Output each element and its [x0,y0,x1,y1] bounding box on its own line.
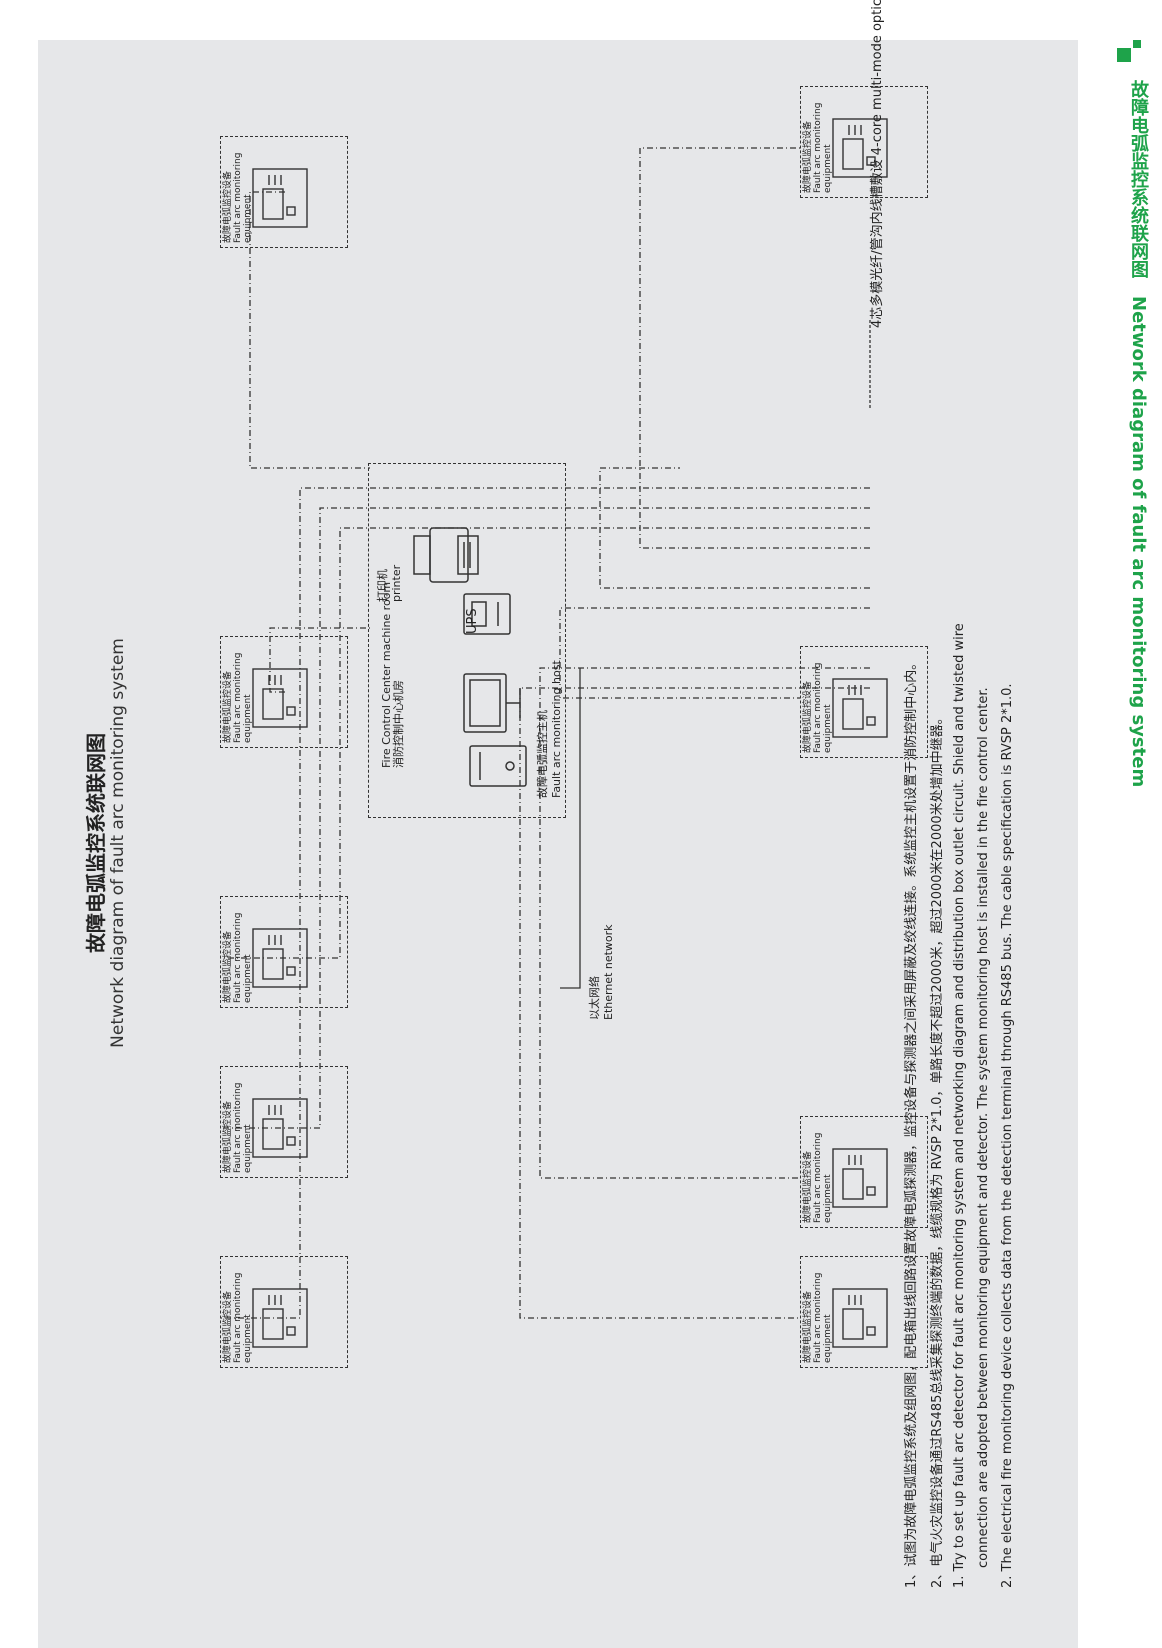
device-label-zh: 故障电弧监控设备 [803,120,813,193]
device-label-en-1: Fault arc monitoring [233,152,243,243]
device-label-zh: 故障电弧监控设备 [223,670,233,743]
page-header: 故障电弧监控系统联网图 Network diagram of fault arc … [1109,40,1153,870]
network-diagram: 故障电弧监控系统联网图 Network diagram of fault arc… [40,0,1110,1648]
cable-legend: 4芯多模光纤/管沟内线槽敷设 4-core multi-mode optical… [870,0,885,328]
device-label-en-1: Fault arc monitoring [813,102,823,193]
monitoring-device-icon [251,1287,309,1349]
monitoring-device-icon [831,117,889,179]
printer-icon [413,527,479,583]
monitoring-device-icon [831,1287,889,1349]
device-label-en-1: Fault arc monitoring [233,1082,243,1173]
note-en-1b: connection are adopted between monitorin… [976,687,991,1568]
monitoring-device-icon [251,1097,309,1159]
room-label-zh: 消防控制中心机房 [392,680,405,768]
cable-line [559,607,870,699]
device-label-zh: 故障电弧监控设备 [223,1100,233,1173]
cable-line [519,687,870,1319]
device-label-zh: 故障电弧监控设备 [223,930,233,1003]
device-label-zh: 故障电弧监控设备 [803,1290,813,1363]
page-title: 故障电弧监控系统联网图 Network diagram of fault arc … [1111,80,1151,870]
device-label-en-1: Fault arc monitoring [813,662,823,753]
monitoring-device-icon [251,927,309,989]
cable-line [560,668,581,989]
device-label-zh: 故障电弧监控设备 [223,170,233,243]
device-label-en-1: Fault arc monitoring [233,912,243,1003]
computer-icon [463,673,527,787]
host-label-zh: 故障电弧监控主机 [536,710,549,798]
device-label-en-1: Fault arc monitoring [813,1132,823,1223]
note-en-1a: 1. Try to set up fault arc detector for … [952,623,967,1588]
device-label-zh: 故障电弧监控设备 [803,680,813,753]
page-title-zh: 故障电弧监控系统联网图 [1128,80,1149,278]
connection-lines [220,147,871,1319]
device-label-en-1: Fault arc monitoring [233,652,243,743]
ethernet-label-en: Ethernet network [602,924,615,1020]
device-label-en-1: Fault arc monitoring [813,1272,823,1363]
monitoring-device-icon [831,677,889,739]
note-zh-2: 2、电气火灾监控设备通过RS485总线采集探测终端的数据，线缆规格为 RVSP … [930,711,945,1588]
monitoring-device-icon [251,167,309,229]
cable-line [220,487,870,1319]
cable-line [220,527,870,959]
note-en-2: 2. The electrical fire monitoring device… [1000,683,1015,1588]
cable-line [639,147,870,549]
note-zh-1: 1、试图为故障电弧监控系统及组网图，配电箱出线回路设置故障电弧探测器，监控设备与… [904,656,919,1588]
cable-line [249,191,370,469]
device-label-zh: 故障电弧监控设备 [803,1150,813,1223]
page-title-en: Network diagram of fault arc monitoring … [1128,296,1149,788]
host-label-en: Fault arc monitoring host [550,660,563,798]
ethernet-label-zh: 以太网络 [588,976,601,1020]
brand-logo-icon [1117,40,1147,70]
device-label-zh: 故障电弧监控设备 [223,1290,233,1363]
device-label-en-1: Fault arc monitoring [233,1272,243,1363]
ups-label: UPS [465,608,480,634]
cable-line [220,507,870,1129]
monitoring-device-icon [831,1147,889,1209]
ups-icon [463,593,511,635]
cable-line [539,667,870,1179]
diagram-panel [38,40,1078,1648]
monitoring-device-icon [251,667,309,729]
